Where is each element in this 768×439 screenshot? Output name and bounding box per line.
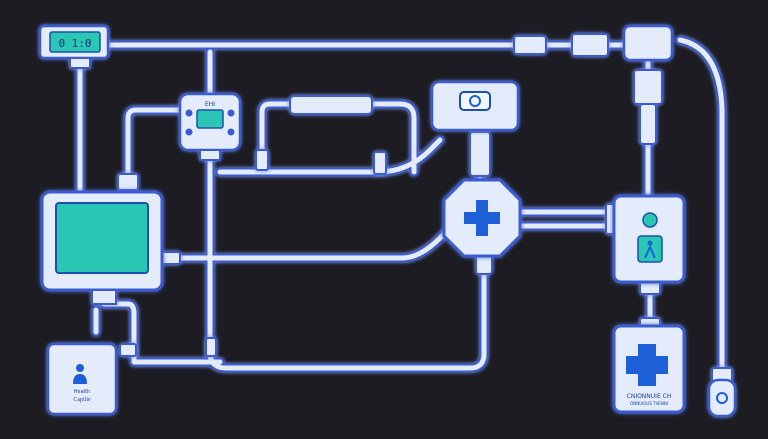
pipe-joints [117, 33, 663, 357]
display-readout: 0 1:0 [58, 37, 91, 50]
medical-kit [612, 324, 686, 414]
medical-kit-label-line1: CNIONNUIE CH [627, 393, 672, 400]
sensor-device [430, 80, 520, 132]
person-card [46, 342, 118, 416]
cable-plug [707, 367, 737, 418]
digital-display [38, 24, 110, 69]
control-box-label: EHI [205, 101, 215, 108]
person-card-line2: Capilie [73, 397, 91, 403]
monitor [40, 190, 164, 305]
person-card-line1: Health [74, 389, 90, 395]
control-box [178, 92, 242, 161]
medical-hub [442, 178, 522, 258]
medical-kit-label-line2: ONNUIOUS TVENNI [630, 401, 668, 406]
elbow-connector [622, 24, 674, 62]
right-panel [612, 194, 686, 284]
